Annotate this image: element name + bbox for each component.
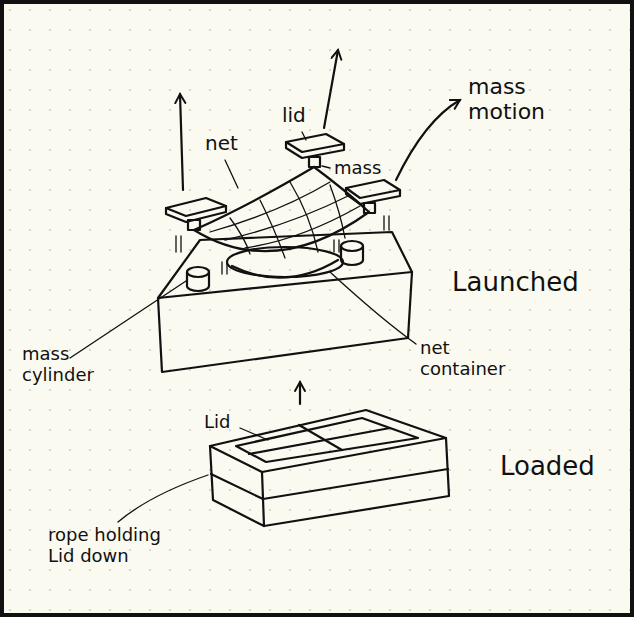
part-label: net bbox=[205, 132, 238, 155]
motion-lines bbox=[222, 262, 227, 274]
mass-cylinder bbox=[341, 246, 363, 265]
part-label: rope holding Lid down bbox=[48, 525, 193, 566]
motion-arrow bbox=[324, 50, 338, 128]
state-arrow bbox=[299, 382, 301, 404]
part-label: Launched bbox=[452, 268, 579, 298]
net-mesh bbox=[330, 185, 345, 238]
box-front bbox=[158, 272, 412, 372]
leader-line bbox=[70, 281, 186, 358]
leader-line bbox=[322, 166, 330, 168]
net-mesh bbox=[260, 200, 285, 258]
box-top bbox=[210, 410, 446, 472]
net-mesh bbox=[230, 218, 250, 254]
net-mesh bbox=[225, 196, 348, 240]
leader-line bbox=[118, 475, 208, 522]
mass-cylinder bbox=[341, 241, 363, 251]
lid bbox=[236, 418, 418, 462]
lid-cross bbox=[249, 425, 390, 454]
motion-lines bbox=[176, 236, 181, 252]
mass bbox=[188, 220, 200, 230]
part-label: mass motion bbox=[468, 74, 563, 125]
net-mesh bbox=[210, 182, 330, 232]
motion-arrow bbox=[396, 100, 460, 180]
motion-lines bbox=[334, 240, 339, 252]
lid bbox=[286, 142, 344, 158]
net-mesh bbox=[290, 182, 318, 252]
part-label: Lid bbox=[204, 412, 230, 433]
mass bbox=[309, 157, 320, 167]
mass-cylinder bbox=[187, 267, 209, 277]
net-container-depth bbox=[232, 260, 338, 278]
lid bbox=[346, 180, 400, 198]
box-front bbox=[264, 438, 449, 526]
part-label: mass cylinder bbox=[22, 344, 122, 385]
part-label: lid bbox=[282, 104, 306, 127]
net-edge bbox=[194, 212, 369, 251]
leader-line bbox=[240, 428, 268, 440]
mass-cylinder bbox=[187, 272, 209, 291]
rope bbox=[211, 469, 448, 499]
net-edge bbox=[194, 167, 314, 230]
leader-line bbox=[225, 160, 238, 188]
motion-arrow bbox=[180, 94, 183, 190]
part-label: Loaded bbox=[500, 452, 595, 482]
motion-lines bbox=[384, 216, 389, 230]
net-container bbox=[227, 247, 343, 277]
part-label: mass bbox=[334, 158, 381, 179]
mass bbox=[364, 203, 375, 213]
leader-line bbox=[302, 132, 306, 140]
box-top bbox=[158, 232, 412, 298]
leader-line bbox=[330, 272, 416, 344]
lid bbox=[286, 134, 344, 152]
part-label: net container bbox=[420, 338, 530, 379]
lid bbox=[346, 188, 400, 204]
